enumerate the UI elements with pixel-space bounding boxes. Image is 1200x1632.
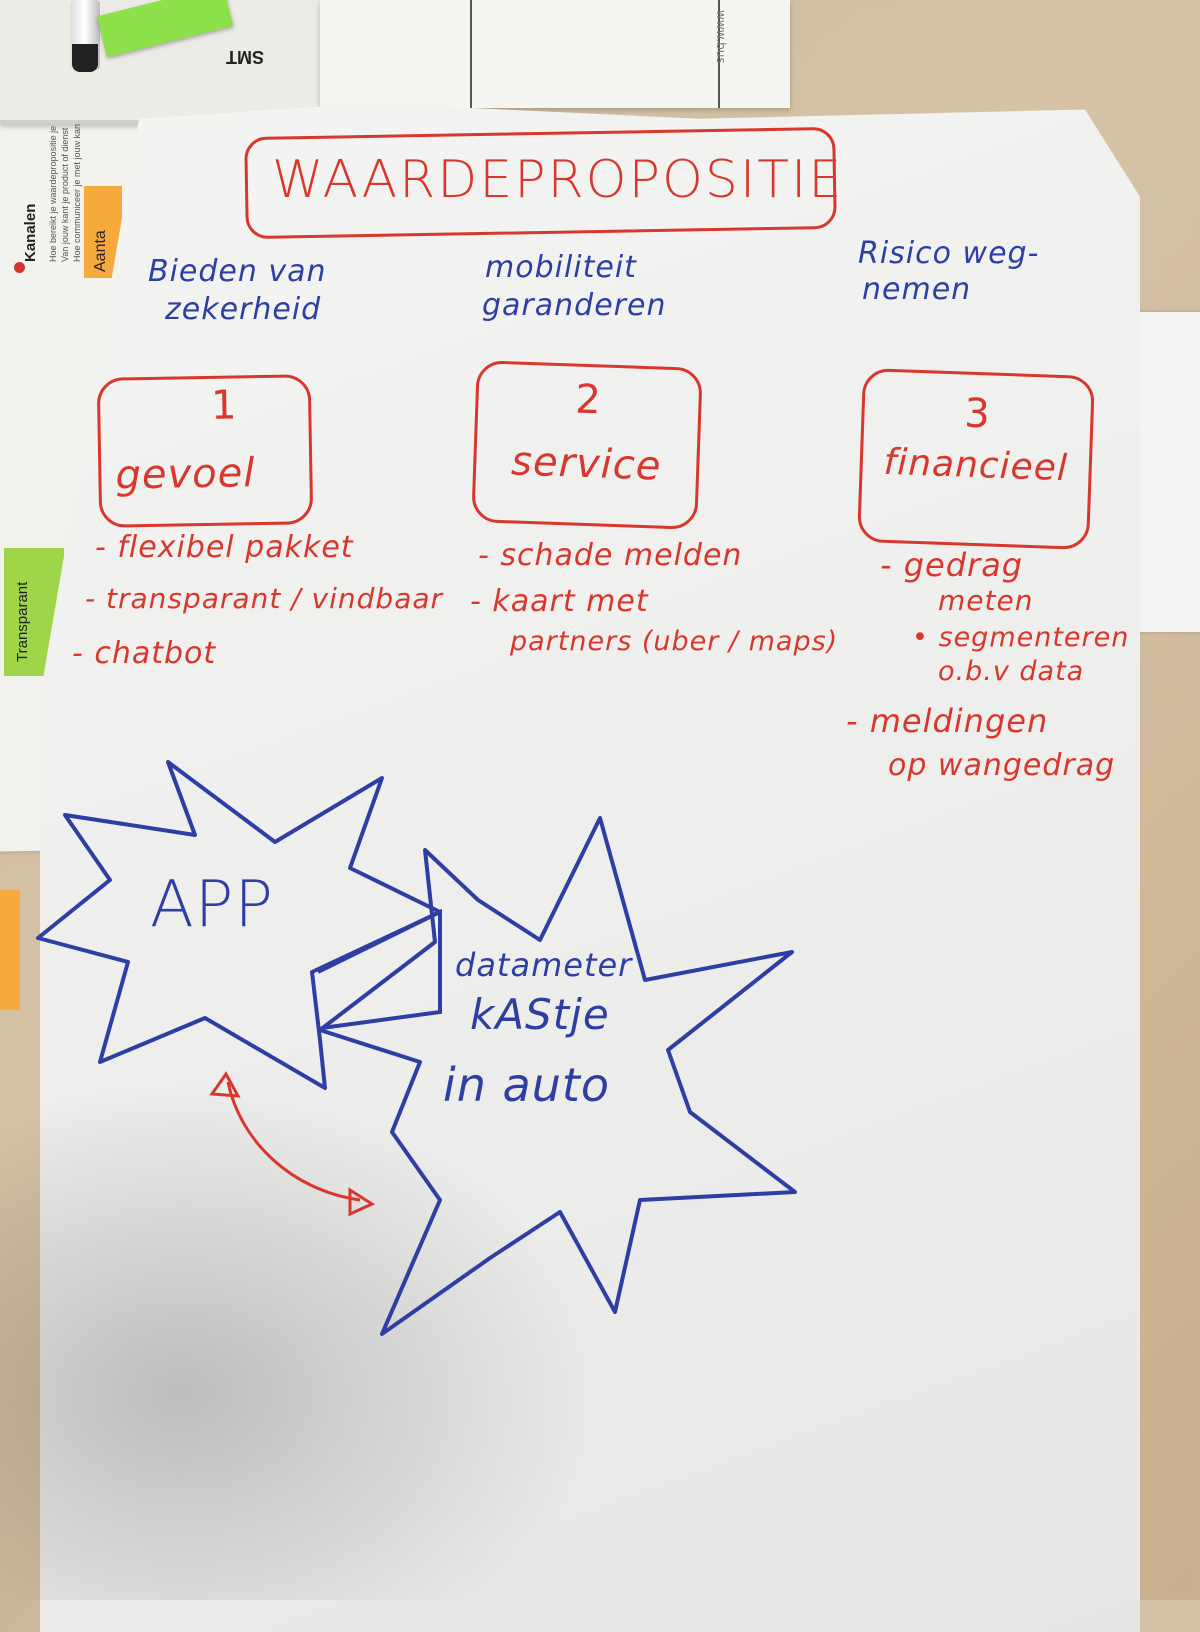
column-2-heading-line-2: garanderen <box>482 288 667 323</box>
list-item: o.b.v data <box>938 656 1085 687</box>
list-item: - transparant / vindbaar <box>85 582 444 615</box>
marker-cap <box>72 44 98 72</box>
list-item: - chatbot <box>72 636 217 671</box>
orange-label-tag-lower <box>0 890 20 1010</box>
column-1-heading-line-1: Bieden van <box>148 254 327 289</box>
column-1-heading-line-2: zekerheid <box>165 292 322 327</box>
star-box-label-3: in auto <box>443 1058 611 1112</box>
column-3-heading-line-2: nemen <box>862 272 972 307</box>
list-item: - kaart met <box>470 584 649 619</box>
list-item: • segmenteren <box>912 622 1130 653</box>
connector-box <box>317 908 442 1030</box>
arrow-head-top-icon <box>209 1071 241 1098</box>
list-item: partners (uber / maps) <box>510 626 839 657</box>
red-bullet-icon <box>14 262 25 273</box>
flipchart-sheet <box>40 103 1140 1632</box>
page-title: WAARDEPROPOSITIE <box>272 150 844 210</box>
list-item: - gedrag <box>880 546 1024 584</box>
star-app-label: APP <box>150 868 274 942</box>
star-app-outline <box>36 760 442 1090</box>
list-item: op wangedrag <box>888 748 1116 783</box>
sheet-rule <box>718 0 720 108</box>
double-arrow <box>226 1081 361 1202</box>
arrow-head-bottom-icon <box>348 1187 376 1217</box>
shadow <box>0 1080 600 1600</box>
star-box-label-2: kAStje <box>470 990 610 1039</box>
list-item: - flexibel pakket <box>95 530 354 565</box>
background-sheet-top <box>320 0 790 108</box>
list-item: - schade melden <box>478 538 743 573</box>
list-item: meten <box>938 584 1034 617</box>
star-box-label-1: datameter <box>455 946 633 984</box>
column-3-heading-line-1: Risico weg- <box>858 236 1040 271</box>
star-box-outline <box>318 816 797 1336</box>
list-item: - meldingen <box>846 702 1049 740</box>
column-2-heading-line-1: mobiliteit <box>485 250 637 285</box>
sheet-rule <box>470 0 472 108</box>
